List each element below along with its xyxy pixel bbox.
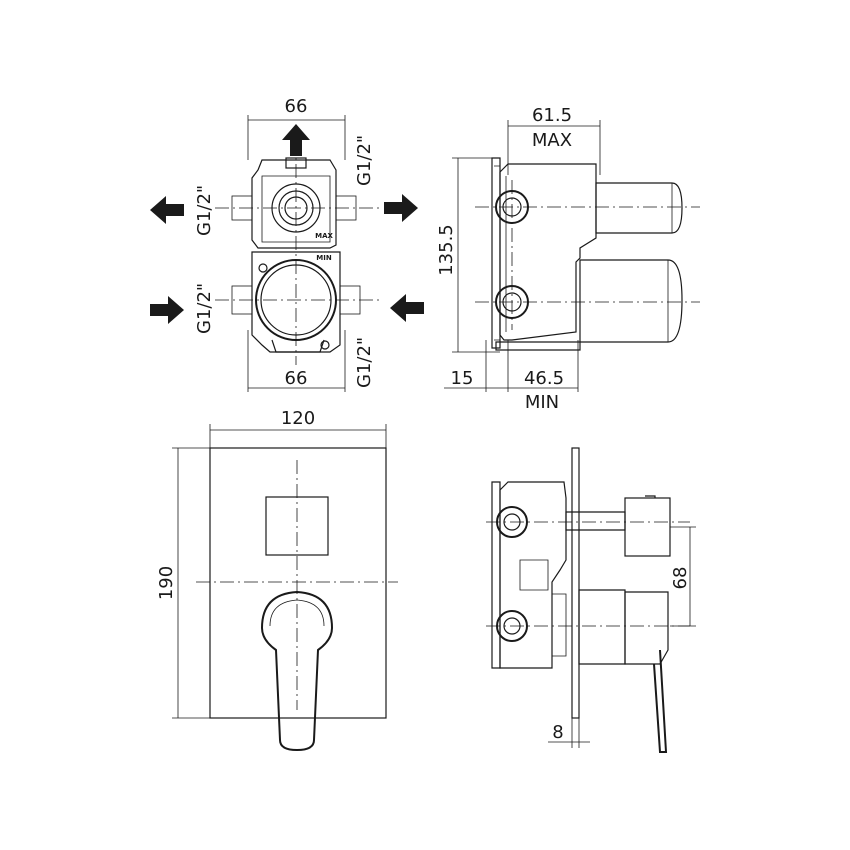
thread-bottom-label: G1/2": [354, 337, 375, 388]
dim-depth-min: 46.5: [524, 368, 564, 389]
dim-offset: 15: [451, 368, 474, 389]
outlet-right-arrow-icon: [384, 194, 418, 222]
dim-plate-thickness: 8: [552, 722, 563, 743]
dim-width-top: 66: [285, 96, 308, 117]
dim-min-label: MIN: [525, 392, 559, 413]
thread-left-out-label: G1/2": [194, 185, 215, 236]
body-min-mark: MIN: [316, 254, 332, 262]
body-max-mark: MAX: [315, 232, 333, 240]
inlet-right-arrow-icon: [390, 294, 424, 322]
body-front-view: 66 G1/2" MAX MIN G1/2": [150, 96, 424, 392]
dim-max-label: MAX: [532, 130, 572, 151]
cover-plate-front-view: 120 190: [156, 408, 398, 752]
dim-plate-height: 190: [156, 566, 177, 600]
thread-left-in-label: G1/2": [194, 283, 215, 334]
inlet-left-arrow-icon: [150, 296, 184, 324]
outlet-left-arrow-icon: [150, 196, 184, 224]
body-side-view: 61.5 MAX 135.5 15 46: [436, 105, 700, 413]
assembled-side-view: 68 8: [486, 447, 696, 753]
dim-depth-max: 61.5: [532, 105, 572, 126]
dim-plate-width: 120: [281, 408, 315, 429]
thread-top-label: G1/2": [354, 135, 375, 186]
dim-height: 135.5: [436, 224, 457, 276]
dim-spacing: 68: [670, 567, 691, 590]
dim-width-bottom: 66: [285, 368, 308, 389]
